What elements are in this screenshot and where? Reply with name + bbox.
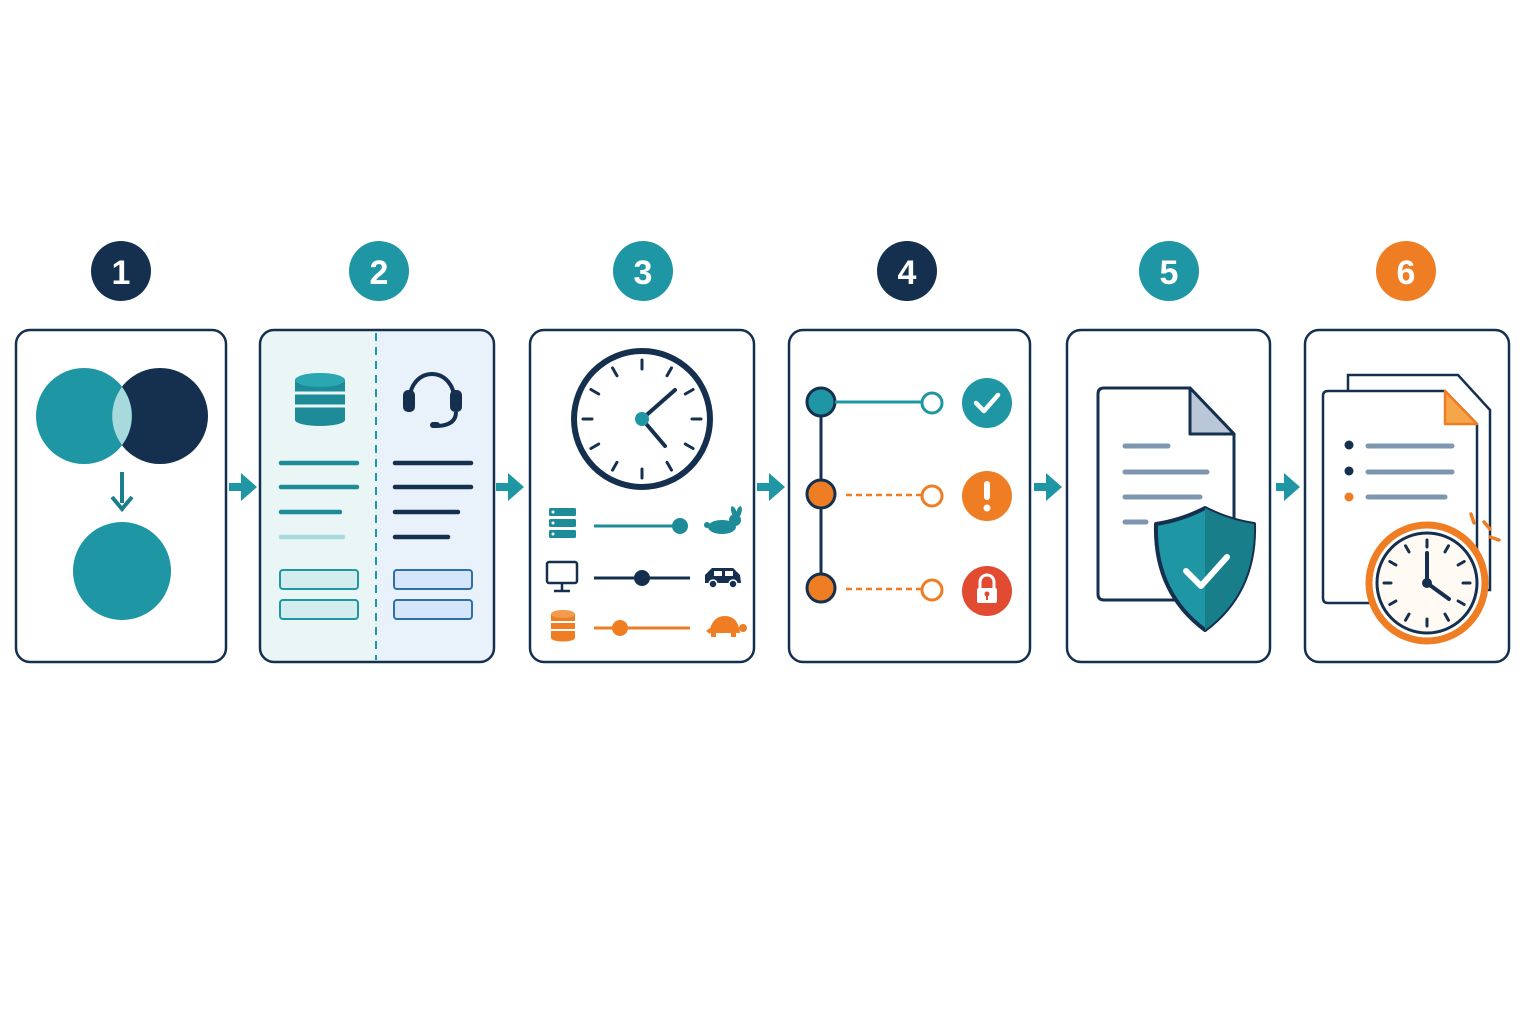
storage-icon bbox=[551, 610, 575, 642]
lock-circle-icon bbox=[962, 566, 1012, 616]
step-badge-1-number: 1 bbox=[112, 254, 131, 292]
arrow-right-icon bbox=[496, 473, 524, 501]
venn-merge-icon bbox=[36, 368, 208, 464]
shield-check-icon bbox=[1153, 506, 1257, 632]
step-badge-1: 1 bbox=[91, 241, 151, 301]
rabbit-icon bbox=[704, 506, 742, 534]
step-badge-4: 4 bbox=[877, 241, 937, 301]
branch-node-3 bbox=[805, 572, 837, 604]
step-badge-4-circle bbox=[877, 241, 937, 301]
medium-slider-knob bbox=[634, 570, 650, 586]
alarm-clock-icon bbox=[1365, 521, 1489, 645]
alarm-ring-lines-icon bbox=[1469, 512, 1501, 542]
merged-circle-icon bbox=[73, 522, 171, 620]
step-badge-2: 2 bbox=[349, 241, 409, 301]
warning-circle-icon bbox=[962, 471, 1012, 521]
step-badge-2-number: 2 bbox=[370, 254, 389, 292]
computer-icon bbox=[545, 560, 579, 593]
right-field-2 bbox=[393, 599, 473, 620]
arrow-right-icon bbox=[757, 473, 785, 501]
left-field-1 bbox=[279, 569, 359, 590]
step-4-panel bbox=[787, 328, 1032, 664]
step-badge-6-number: 6 bbox=[1397, 254, 1416, 292]
server-icon bbox=[549, 508, 576, 538]
step-badge-6-circle bbox=[1376, 241, 1436, 301]
fast-slider-knob bbox=[672, 518, 688, 534]
step-badge-1-circle bbox=[91, 241, 151, 301]
check-circle-icon bbox=[962, 378, 1012, 428]
left-text-lines bbox=[278, 460, 360, 540]
branch-endpoint-1 bbox=[920, 391, 944, 415]
turtle-icon bbox=[706, 616, 747, 637]
arrow-down-icon bbox=[110, 472, 134, 513]
step-badge-3: 3 bbox=[613, 241, 673, 301]
step-2-panel bbox=[258, 328, 496, 664]
branch-endpoint-3 bbox=[920, 578, 944, 602]
branch-endpoint-2 bbox=[920, 484, 944, 508]
step-5-panel bbox=[1065, 328, 1272, 664]
step-badge-3-circle bbox=[613, 241, 673, 301]
arrow-right-icon bbox=[229, 473, 257, 501]
step-badge-5-number: 5 bbox=[1160, 254, 1179, 292]
clock-icon bbox=[571, 348, 713, 490]
step-badge-6: 6 bbox=[1376, 241, 1436, 301]
step-badge-5: 5 bbox=[1139, 241, 1199, 301]
step-2-card bbox=[258, 328, 496, 664]
step-badge-2-circle bbox=[349, 241, 409, 301]
left-field-2 bbox=[279, 599, 359, 620]
step-badge-3-number: 3 bbox=[634, 254, 653, 292]
step-6-panel bbox=[1303, 328, 1511, 664]
step-3-panel bbox=[528, 328, 756, 664]
right-text-lines bbox=[392, 460, 474, 540]
arrow-right-icon bbox=[1276, 473, 1300, 501]
step-badge-5-circle bbox=[1139, 241, 1199, 301]
database-icon bbox=[295, 373, 345, 426]
branch-node-1 bbox=[805, 386, 837, 418]
right-field-1 bbox=[393, 569, 473, 590]
headset-icon bbox=[403, 372, 462, 428]
arrow-right-icon bbox=[1034, 473, 1062, 501]
branch-node-2 bbox=[805, 478, 837, 510]
car-icon bbox=[705, 568, 741, 589]
step-badge-4-number: 4 bbox=[898, 254, 917, 292]
step-1-panel bbox=[14, 328, 228, 664]
slow-slider-knob bbox=[612, 620, 628, 636]
